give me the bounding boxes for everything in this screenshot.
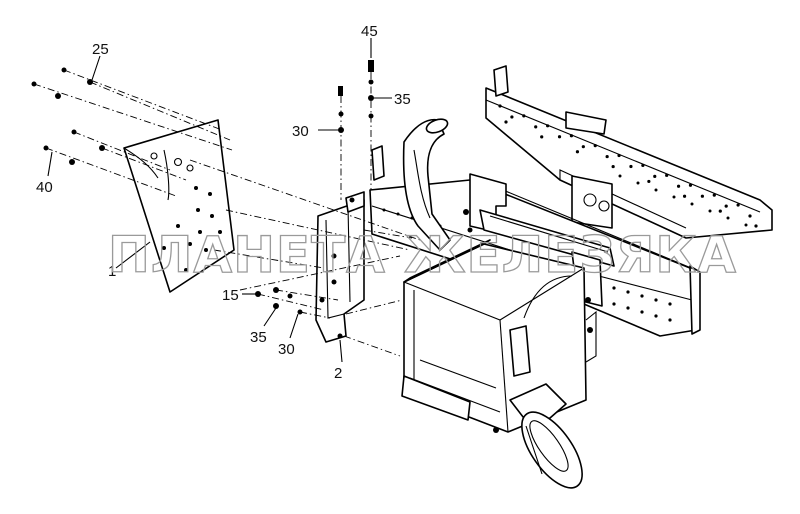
mounting-hole <box>712 193 716 197</box>
callout-25: 25 <box>92 41 109 58</box>
mounting-hole <box>736 203 740 207</box>
mounting-hole <box>726 216 730 220</box>
mounting-hole <box>569 134 574 138</box>
mounting-hole <box>612 286 616 290</box>
mounting-hole <box>162 246 166 250</box>
mounting-hole <box>210 214 214 218</box>
mounting-hole <box>618 174 622 178</box>
mounting-hole <box>690 202 694 206</box>
mounting-hole <box>653 174 657 178</box>
callout-40: 40 <box>36 179 53 196</box>
mounting-hole <box>540 135 544 139</box>
callout-labels: 25 45 35 30 40 1 15 35 30 2 <box>36 23 411 382</box>
mounting-hole <box>708 209 712 213</box>
mounting-hole <box>204 248 208 252</box>
callout-30-bottom: 30 <box>278 341 295 358</box>
mounting-hole <box>510 115 514 119</box>
tank-body <box>401 239 597 433</box>
mounting-hole <box>668 302 672 306</box>
mounting-hole <box>668 318 672 322</box>
mounting-hole <box>700 194 704 198</box>
tail-pipe <box>509 383 583 489</box>
mounting-hole <box>575 150 580 154</box>
mounting-hole <box>184 268 188 272</box>
mounting-hole <box>198 230 202 234</box>
mounting-hole <box>208 192 212 196</box>
mounting-hole <box>605 154 609 159</box>
mounting-hole <box>557 135 562 139</box>
frame-rail <box>485 65 773 239</box>
mounting-hole <box>626 290 630 294</box>
mounting-hole <box>754 224 758 228</box>
mounting-hole <box>546 124 550 128</box>
mounting-hole <box>654 314 658 318</box>
mounting-hole <box>748 214 752 218</box>
mounting-hole <box>194 186 198 190</box>
assembly-lines <box>33 69 421 357</box>
mounting-hole <box>724 204 728 208</box>
mounting-hole <box>626 306 630 310</box>
mounting-hole <box>672 195 676 199</box>
mounting-hole <box>640 294 644 298</box>
mounting-hole <box>176 224 180 228</box>
mounting-hole <box>534 125 538 129</box>
intake-pipe <box>371 118 451 251</box>
bolt-row-15 <box>255 287 303 315</box>
mounting-hole <box>647 179 651 184</box>
callout-30-top: 30 <box>292 123 309 140</box>
mounting-hole <box>396 212 400 216</box>
leader-lines <box>47 38 392 363</box>
mounting-hole <box>612 302 616 306</box>
mounting-hole <box>611 164 615 169</box>
mounting-hole <box>617 153 621 158</box>
mounting-hole <box>498 104 502 108</box>
mounting-hole <box>188 242 192 246</box>
mounting-hole <box>504 120 508 124</box>
mounting-hole <box>382 208 386 212</box>
mounting-hole <box>641 163 645 168</box>
mounting-hole <box>665 173 669 177</box>
mounting-hole <box>744 223 748 227</box>
callout-45: 45 <box>361 23 378 40</box>
mounting-hole <box>654 188 658 192</box>
callout-15: 15 <box>222 287 239 304</box>
callout-1: 1 <box>108 263 116 280</box>
bolt-row-1 <box>31 67 93 99</box>
mounting-hole <box>593 144 597 148</box>
mounting-hole <box>218 230 222 234</box>
mounting-hole <box>682 194 687 198</box>
callout-35-top: 35 <box>394 91 411 108</box>
callout-35-bottom: 35 <box>250 329 267 346</box>
mounting-hole <box>718 209 722 213</box>
mounting-hole <box>676 184 681 188</box>
mounting-hole <box>640 310 644 314</box>
mounting-hole <box>636 181 640 185</box>
mounting-bracket-part-2 <box>315 191 365 343</box>
mounting-hole <box>688 183 693 187</box>
bolt-row-2 <box>43 129 105 165</box>
watermark: ПЛАНЕТА ЖЕЛЕЗЯКА <box>108 226 737 284</box>
mounting-hole <box>196 208 200 212</box>
mounting-hole <box>629 164 633 169</box>
mounting-hole <box>581 145 585 149</box>
mounting-hole <box>654 298 658 302</box>
mounting-hole <box>522 114 526 118</box>
callout-2: 2 <box>334 365 342 382</box>
